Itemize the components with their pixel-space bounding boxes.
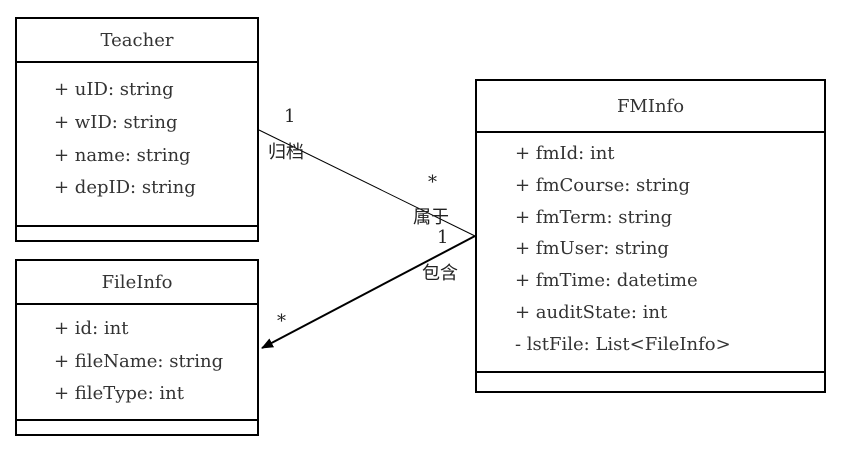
contain-target-multiplicity: * [277, 311, 286, 332]
teacher-attr-wid: + wID: string [54, 112, 178, 133]
fminfo-attr-auditstate: + auditState: int [515, 302, 668, 323]
fminfo-attributes: + fmId: int + fmCourse: string + fmTerm:… [477, 133, 824, 373]
teacher-attr-name: + name: string [54, 145, 191, 166]
fileinfo-attributes: + id: int + fileName: string + fileType:… [17, 305, 257, 421]
fileinfo-class[interactable]: FileInfo + id: int + fileName: string + … [15, 259, 259, 436]
fileinfo-attr-filename: + fileName: string [54, 351, 224, 372]
teacher-attr-depid: + depID: string [54, 177, 196, 198]
teacher-class[interactable]: Teacher + uID: string + wID: string + na… [15, 17, 259, 242]
fminfo-attr-fmuser: + fmUser: string [515, 238, 669, 259]
teacher-class-title: Teacher [100, 29, 174, 51]
contain-association-arrow [261, 235, 476, 349]
archive-target-role: 属于 [413, 207, 449, 228]
contain-source-multiplicity: 1 [437, 227, 449, 248]
fileinfo-class-name: FileInfo [17, 261, 257, 305]
fileinfo-attr-id: + id: int [54, 318, 129, 339]
fminfo-class[interactable]: FMInfo + fmId: int + fmCourse: string + … [475, 79, 826, 393]
teacher-class-name: Teacher [17, 19, 257, 63]
fminfo-attr-lstfile: - lstFile: List<FileInfo> [515, 334, 731, 355]
fileinfo-attr-filetype: + fileType: int [54, 383, 184, 404]
archive-source-multiplicity: 1 [284, 106, 296, 127]
archive-target-multiplicity: * [428, 172, 437, 193]
contain-source-role: 包含 [422, 263, 458, 284]
teacher-attr-uid: + uID: string [54, 79, 174, 100]
fminfo-attr-fmid: + fmId: int [515, 143, 615, 164]
archive-association-line [258, 129, 476, 237]
fminfo-attr-fmtime: + fmTime: datetime [515, 270, 698, 291]
teacher-attributes: + uID: string + wID: string + name: stri… [17, 63, 257, 227]
fminfo-class-title: FMInfo [616, 95, 685, 117]
fminfo-attr-fmcourse: + fmCourse: string [515, 175, 690, 196]
fminfo-attr-fmterm: + fmTerm: string [515, 207, 673, 228]
fminfo-class-name: FMInfo [477, 81, 824, 133]
fileinfo-class-title: FileInfo [101, 271, 173, 293]
archive-source-role: 归档 [268, 142, 304, 163]
